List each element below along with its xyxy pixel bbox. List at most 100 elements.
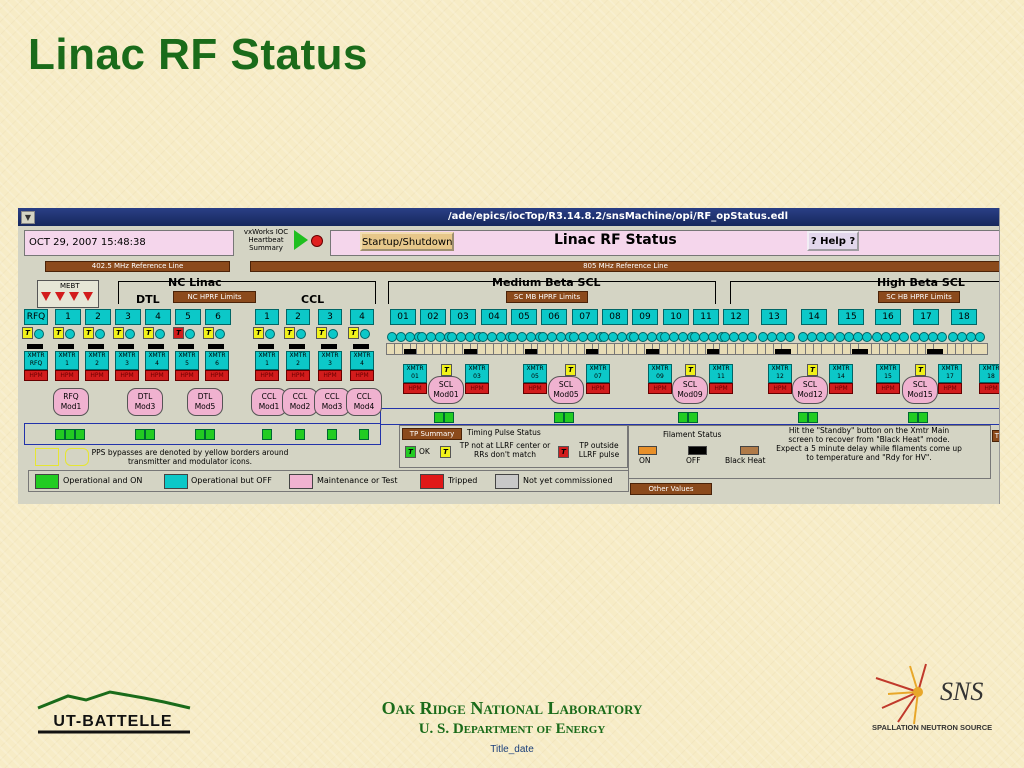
bypass-indicator[interactable] bbox=[205, 429, 215, 440]
bypass-indicator[interactable] bbox=[295, 429, 305, 440]
sc-cavity-button[interactable]: 05 bbox=[511, 309, 537, 325]
hpm-indicator[interactable]: HPM bbox=[145, 370, 169, 381]
hpm-indicator[interactable]: HPM bbox=[876, 383, 900, 394]
sc-cavity-button[interactable]: 04 bbox=[481, 309, 507, 325]
timing-pulse-icon[interactable]: T bbox=[83, 327, 94, 339]
sc-modulator-button[interactable]: SCL Mod12 bbox=[792, 376, 828, 404]
bypass-indicator[interactable] bbox=[564, 412, 574, 423]
sc-cavity-button[interactable]: 03 bbox=[450, 309, 476, 325]
cavity-button[interactable]: 2 bbox=[85, 309, 111, 325]
cavity-button[interactable]: 2 bbox=[286, 309, 310, 325]
bypass-indicator[interactable] bbox=[195, 429, 205, 440]
sc-cavity-button[interactable]: 06 bbox=[541, 309, 567, 325]
modulator-button[interactable]: DTL Mod3 bbox=[127, 388, 163, 416]
modulator-button[interactable]: CCL Mod3 bbox=[314, 388, 350, 416]
sc-mb-hprf-limits-button[interactable]: SC MB HPRF Limits bbox=[506, 291, 588, 303]
hpm-indicator[interactable]: HPM bbox=[979, 383, 999, 394]
cavity-button[interactable]: 1 bbox=[55, 309, 81, 325]
modulator-button[interactable]: RFQ Mod1 bbox=[53, 388, 89, 416]
bypass-indicator[interactable] bbox=[808, 412, 818, 423]
help-button[interactable]: ? Help ? bbox=[807, 231, 859, 251]
hpm-indicator[interactable]: HPM bbox=[938, 383, 962, 394]
cavity-button[interactable]: 5 bbox=[175, 309, 201, 325]
sc-hb-hprf-limits-button[interactable]: SC HB HPRF Limits bbox=[878, 291, 960, 303]
bypass-indicator[interactable] bbox=[908, 412, 918, 423]
hpm-indicator[interactable]: HPM bbox=[205, 370, 229, 381]
hpm-indicator[interactable]: HPM bbox=[648, 383, 672, 394]
sc-cavity-button[interactable]: 12 bbox=[723, 309, 749, 325]
cavity-button[interactable]: 3 bbox=[115, 309, 141, 325]
hpm-indicator[interactable]: HPM bbox=[175, 370, 199, 381]
hpm-indicator[interactable]: HPM bbox=[768, 383, 792, 394]
window-menu-icon[interactable]: ▼ bbox=[21, 211, 35, 224]
bypass-indicator[interactable] bbox=[688, 412, 698, 423]
sc-modulator-button[interactable]: SCL Mod09 bbox=[672, 376, 708, 404]
cavity-button[interactable]: RFQ bbox=[24, 309, 48, 325]
mebt-group[interactable]: MEBT bbox=[37, 280, 99, 308]
sc-modulator-button[interactable]: SCL Mod05 bbox=[548, 376, 584, 404]
timing-pulse-icon[interactable]: T bbox=[173, 327, 184, 339]
timing-pulse-icon[interactable]: T bbox=[441, 364, 452, 376]
sc-cavity-button[interactable]: 10 bbox=[663, 309, 689, 325]
bypass-indicator[interactable] bbox=[798, 412, 808, 423]
sc-cavity-button[interactable]: 08 bbox=[602, 309, 628, 325]
timing-pulse-icon[interactable]: T bbox=[253, 327, 264, 339]
hpm-indicator[interactable]: HPM bbox=[829, 383, 853, 394]
sc-cavity-button[interactable]: 13 bbox=[761, 309, 787, 325]
hpm-indicator[interactable]: HPM bbox=[85, 370, 109, 381]
hpm-indicator[interactable]: HPM bbox=[465, 383, 489, 394]
bypass-indicator[interactable] bbox=[75, 429, 85, 440]
bypass-indicator[interactable] bbox=[918, 412, 928, 423]
timing-pulse-icon[interactable]: T bbox=[53, 327, 64, 339]
cavity-button[interactable]: 1 bbox=[255, 309, 279, 325]
hpm-indicator[interactable]: HPM bbox=[350, 370, 374, 381]
timing-pulse-icon[interactable]: T bbox=[807, 364, 818, 376]
modulator-button[interactable]: DTL Mod5 bbox=[187, 388, 223, 416]
cavity-button[interactable]: 6 bbox=[205, 309, 231, 325]
hpm-indicator[interactable]: HPM bbox=[403, 383, 427, 394]
bypass-indicator[interactable] bbox=[434, 412, 444, 423]
ref-line-805[interactable]: 805 MHz Reference Line bbox=[250, 261, 999, 272]
sc-cavity-button[interactable]: 15 bbox=[838, 309, 864, 325]
timing-pulse-icon[interactable]: T bbox=[348, 327, 359, 339]
timing-pulse-icon[interactable]: T bbox=[915, 364, 926, 376]
bypass-indicator[interactable] bbox=[327, 429, 337, 440]
sc-cavity-button[interactable]: 17 bbox=[913, 309, 939, 325]
hpm-indicator[interactable]: HPM bbox=[286, 370, 310, 381]
sc-modulator-button[interactable]: SCL Mod01 bbox=[428, 376, 464, 404]
timing-pulse-icon[interactable]: T bbox=[203, 327, 214, 339]
startup-shutdown-button[interactable]: Startup/Shutdown bbox=[360, 232, 454, 251]
timing-pulse-icon[interactable]: T bbox=[22, 327, 33, 339]
sc-cavity-button[interactable]: 02 bbox=[420, 309, 446, 325]
